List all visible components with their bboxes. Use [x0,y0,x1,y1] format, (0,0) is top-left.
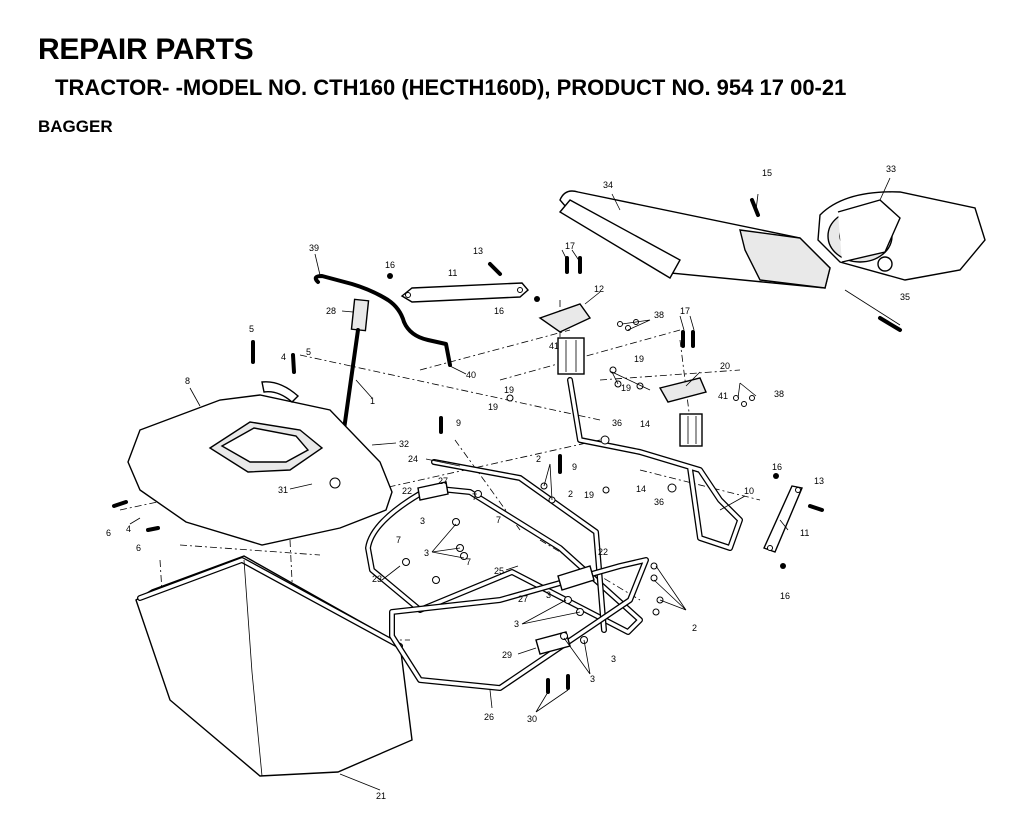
callout-27: 27 [518,594,528,604]
callout-11: 11 [800,528,809,538]
callout-2: 2 [568,489,573,499]
model-subtitle: TRACTOR- -MODEL NO. CTH160 (HECTH160D), … [55,75,847,100]
callout-8: 8 [185,376,190,386]
callout-39: 39 [309,243,319,253]
callout-36: 36 [654,497,664,507]
callout-16: 16 [772,462,782,472]
callout-35: 35 [900,292,910,302]
part-bagger-cover [127,381,393,546]
callout-7: 7 [396,535,401,545]
part-support-frame [567,377,743,551]
callout-29: 29 [502,650,512,660]
callout-3: 3 [420,516,425,526]
part-plates [417,481,595,655]
callout-22: 22 [402,486,412,496]
callout-40: 40 [466,370,476,380]
callout-17: 17 [565,241,575,251]
callout-3: 3 [611,654,616,664]
callout-16: 16 [385,260,395,270]
callout-22: 22 [598,547,608,557]
callout-4: 4 [281,352,286,362]
leader-lines [129,177,891,791]
section-title: BAGGER [38,117,113,136]
callout-17: 17 [680,306,690,316]
callout-3: 3 [546,590,551,600]
callout-20: 20 [720,361,730,371]
callout-12: 12 [594,284,604,294]
callout-33: 33 [886,164,896,174]
callout-41: 41 [718,391,728,401]
callout-7: 7 [466,557,471,567]
callout-27: 27 [438,476,448,486]
part-hitch-assembly [558,190,986,326]
callout-13: 13 [814,476,824,486]
callout-19: 19 [634,354,644,364]
hardware [112,256,902,694]
callout-2: 2 [536,454,541,464]
callout-7: 7 [472,492,477,502]
callout-16: 16 [780,591,790,601]
callout-6: 6 [136,543,141,553]
part-lower-brace [763,485,803,553]
callout-4: 4 [126,524,131,534]
callout-11: 11 [448,268,457,278]
callout-24: 24 [408,454,418,464]
callout-21: 21 [376,791,386,801]
callout-26: 26 [484,712,494,722]
callout-19: 19 [504,385,514,395]
part-upper-brace [400,282,529,303]
callout-15: 15 [762,168,772,178]
callout-19: 19 [621,383,631,393]
callout-7: 7 [496,515,501,525]
callout-3: 3 [590,674,595,684]
callout-labels: 1 2 2 2 3 3 3 3 3 3 4 4 5 5 6 6 7 7 7 7 … [106,164,910,801]
callout-5: 5 [249,324,254,334]
callout-5: 5 [306,347,311,357]
callout-32: 32 [399,439,409,449]
callout-38: 38 [774,389,784,399]
callout-23: 23 [372,574,382,584]
callout-19: 19 [488,402,498,412]
callout-19: 19 [584,490,594,500]
callout-16: 16 [494,306,504,316]
callout-30: 30 [527,714,537,724]
callout-28: 28 [326,306,336,316]
callout-3: 3 [424,548,429,558]
part-spring-rod [313,274,452,367]
callout-2: 2 [692,623,697,633]
callout-9: 9 [572,462,577,472]
callout-25: 25 [494,566,504,576]
callout-1: 1 [370,396,375,406]
part-latches-brackets [538,303,707,447]
callout-41: 41 [549,341,559,351]
part-grass-bag [135,555,413,777]
callout-10: 10 [744,486,754,496]
callout-31: 31 [278,485,288,495]
callout-36: 36 [612,418,622,428]
callout-14: 14 [636,484,646,494]
callout-3: 3 [514,619,519,629]
callout-9: 9 [456,418,461,428]
callout-34: 34 [603,180,613,190]
callout-6: 6 [106,528,111,538]
callout-38: 38 [654,310,664,320]
callout-14: 14 [640,419,650,429]
page-title: REPAIR PARTS [38,33,254,66]
callout-13: 13 [473,246,483,256]
